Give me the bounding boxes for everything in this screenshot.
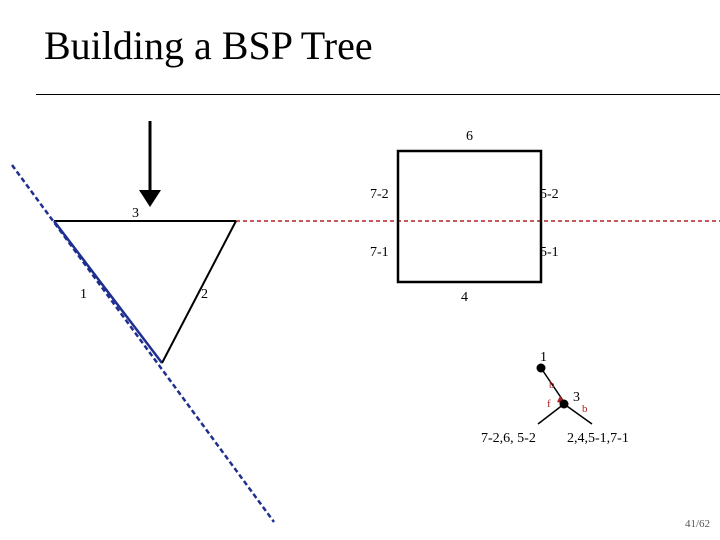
tree-node-root [536,363,546,373]
tree-node-3 [559,399,569,409]
edge-1 [53,220,163,364]
splitting-line-1 [10,164,276,523]
view-arrow-head [139,190,161,207]
label-edge-4: 4 [461,290,468,305]
tree-back-leaf: 2,4,5-1,7-1 [567,431,629,446]
label-edge-3: 3 [132,206,139,221]
tree-child-front-label: f [547,398,551,410]
tree-edge-back [563,403,593,425]
label-edge-6: 6 [466,129,473,144]
label-edge-5-1: 5-1 [540,245,559,260]
label-edge-1: 1 [80,287,87,302]
tree-child-back-label: b [582,403,588,415]
edge-2 [161,220,237,364]
tree-child-label: 3 [573,390,580,405]
label-edge-2: 2 [201,287,208,302]
title-divider [36,94,720,95]
tree-root-back-label: b [549,379,555,391]
label-edge-7-2: 7-2 [370,187,389,202]
label-edge-7-1: 7-1 [370,245,389,260]
square-polygon [396,149,543,284]
page-number: 41/62 [684,518,710,530]
page-title: Building a BSP Tree [44,23,373,68]
tree-front-leaf: 7-2,6, 5-2 [481,431,536,446]
tree-edge-front [537,403,565,425]
label-edge-5-2: 5-2 [540,187,559,202]
tree-root-label: 1 [540,350,547,365]
